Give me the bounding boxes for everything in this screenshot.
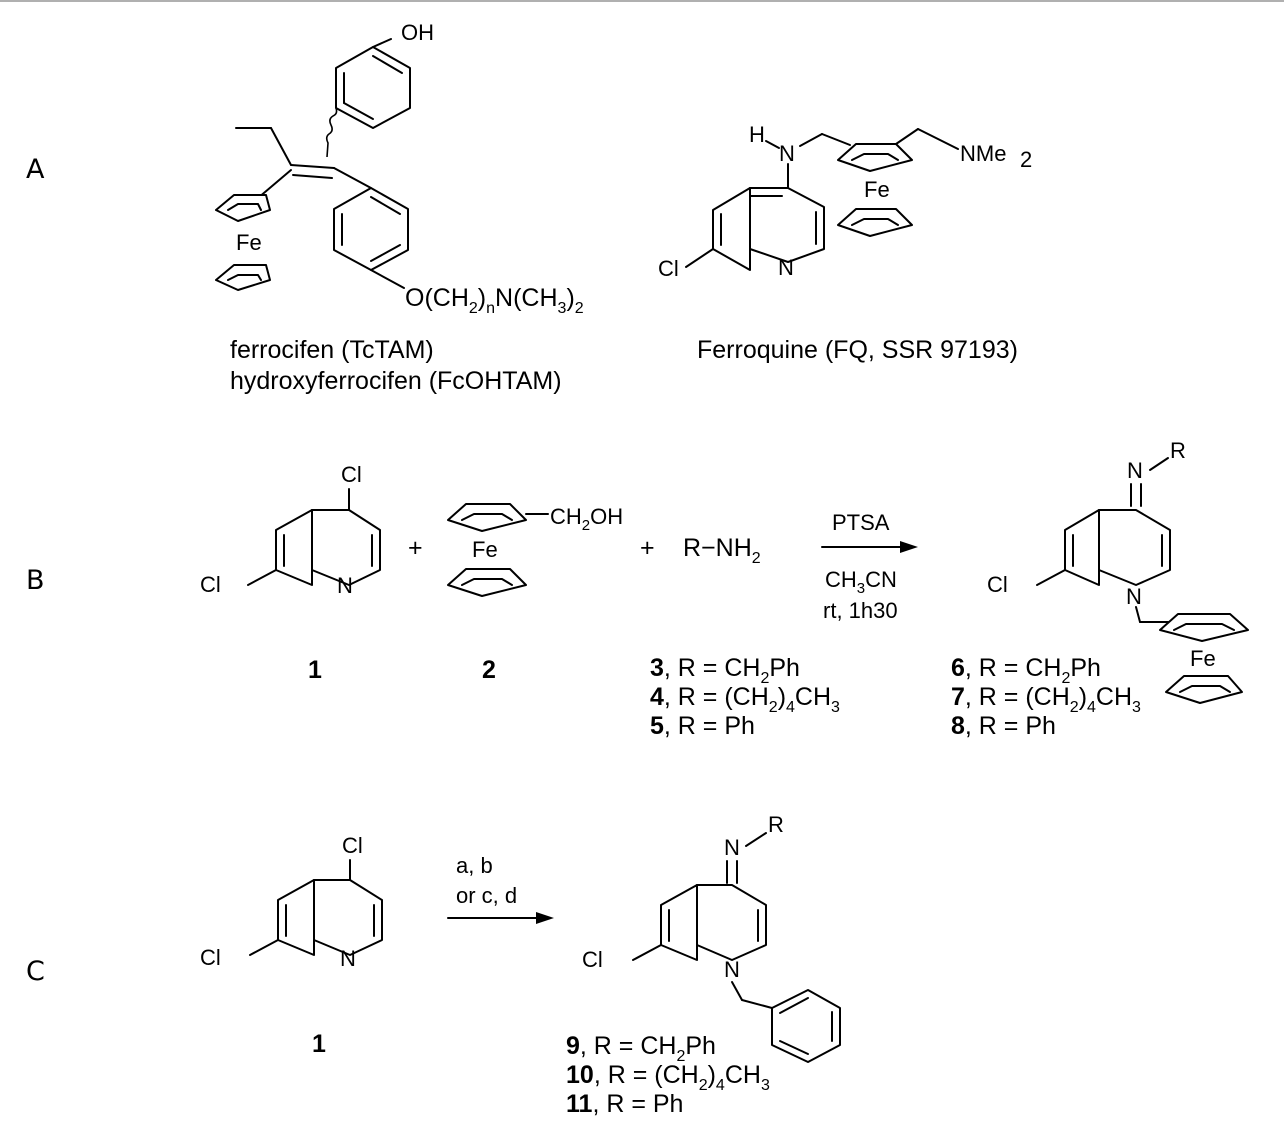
svg-text:N: N bbox=[1126, 584, 1142, 609]
panel-label-c: C bbox=[26, 956, 45, 987]
panel-label-a: A bbox=[26, 154, 45, 185]
amine-formula: R−NH2 bbox=[683, 534, 761, 567]
svg-text:N: N bbox=[779, 141, 795, 166]
ferrocenyl-imine-product: N R Cl N Fe bbox=[987, 438, 1249, 704]
condition-solvent: CH3CN bbox=[825, 567, 897, 597]
condition-time: rt, 1h30 bbox=[823, 598, 898, 623]
svg-text:NMe: NMe bbox=[960, 141, 1006, 166]
hydroxyferrocifen-name: hydroxyferrocifen (FcOHTAM) bbox=[230, 367, 562, 395]
svg-text:Cl: Cl bbox=[341, 462, 362, 487]
amine-entry-5: 5, R = Ph bbox=[650, 712, 755, 740]
product-c-entry-10: 10, R = (CH2)4CH3 bbox=[566, 1061, 770, 1094]
svg-text:Cl: Cl bbox=[987, 572, 1008, 597]
svg-text:Cl: Cl bbox=[200, 945, 221, 970]
ferrocifen-substituent: O(CH2)nN(CH3)2 bbox=[405, 284, 584, 317]
condition-ptsa: PTSA bbox=[832, 510, 890, 535]
nme-subscript: 2 bbox=[1020, 147, 1032, 172]
dichloroquinoline-b: Cl Cl N bbox=[200, 462, 381, 598]
svg-text:Cl: Cl bbox=[658, 256, 679, 281]
svg-text:Cl: Cl bbox=[342, 833, 363, 858]
svg-text:N: N bbox=[724, 957, 740, 982]
svg-text:Fe: Fe bbox=[864, 177, 890, 202]
product-entry-8: 8, R = Ph bbox=[951, 712, 1056, 740]
product-c-entry-9: 9, R = CH2Ph bbox=[566, 1032, 716, 1065]
ferrocifen-name: ferrocifen (TcTAM) bbox=[230, 336, 434, 364]
plus-sign-2: + bbox=[640, 534, 655, 562]
dichloroquinoline-c: Cl Cl N bbox=[200, 833, 383, 971]
svg-text:Cl: Cl bbox=[200, 572, 221, 597]
product-entry-7: 7, R = (CH2)4CH3 bbox=[951, 683, 1141, 716]
svg-text:Fe: Fe bbox=[1190, 646, 1216, 671]
amine-entry-4: 4, R = (CH2)4CH3 bbox=[650, 683, 840, 716]
svg-text:N: N bbox=[1127, 458, 1143, 483]
svg-text:N: N bbox=[724, 835, 740, 860]
svg-text:Fe: Fe bbox=[236, 230, 262, 255]
product-c-entry-11: 11, R = Ph bbox=[566, 1090, 683, 1118]
ferrocenylmethanol: CH2OH Fe bbox=[447, 503, 623, 597]
panel-label-b: B bbox=[26, 565, 45, 596]
amine-entry-3: 3, R = CH2Ph bbox=[650, 654, 800, 687]
ferroquine-name: Ferroquine (FQ, SSR 97193) bbox=[697, 336, 1018, 364]
condition-ab: a, b bbox=[456, 853, 493, 878]
compound-number-2: 2 bbox=[482, 656, 496, 684]
compound-number-1-c: 1 bbox=[312, 1030, 326, 1058]
svg-text:Cl: Cl bbox=[582, 947, 603, 972]
plus-sign: + bbox=[408, 534, 423, 562]
condition-cd: or c, d bbox=[456, 883, 517, 908]
svg-text:R: R bbox=[1170, 438, 1186, 463]
svg-text:R: R bbox=[768, 812, 784, 837]
compound-number-1: 1 bbox=[308, 656, 322, 684]
svg-text:Fe: Fe bbox=[472, 537, 498, 562]
ferrocifen-structure: OH Fe O(CH2)nN(CH3)2 bbox=[215, 20, 584, 317]
svg-text:H: H bbox=[749, 122, 765, 147]
svg-text:CH2OH: CH2OH bbox=[550, 504, 623, 534]
svg-text:OH: OH bbox=[401, 20, 434, 45]
svg-text:N: N bbox=[340, 946, 356, 971]
ferroquine-structure: H N NMe 2 Fe Cl N bbox=[658, 122, 1032, 281]
product-entry-6: 6, R = CH2Ph bbox=[951, 654, 1101, 687]
svg-text:N: N bbox=[778, 255, 794, 280]
svg-text:N: N bbox=[337, 573, 353, 598]
benzyl-imine-product: N R Cl N bbox=[582, 812, 841, 1063]
